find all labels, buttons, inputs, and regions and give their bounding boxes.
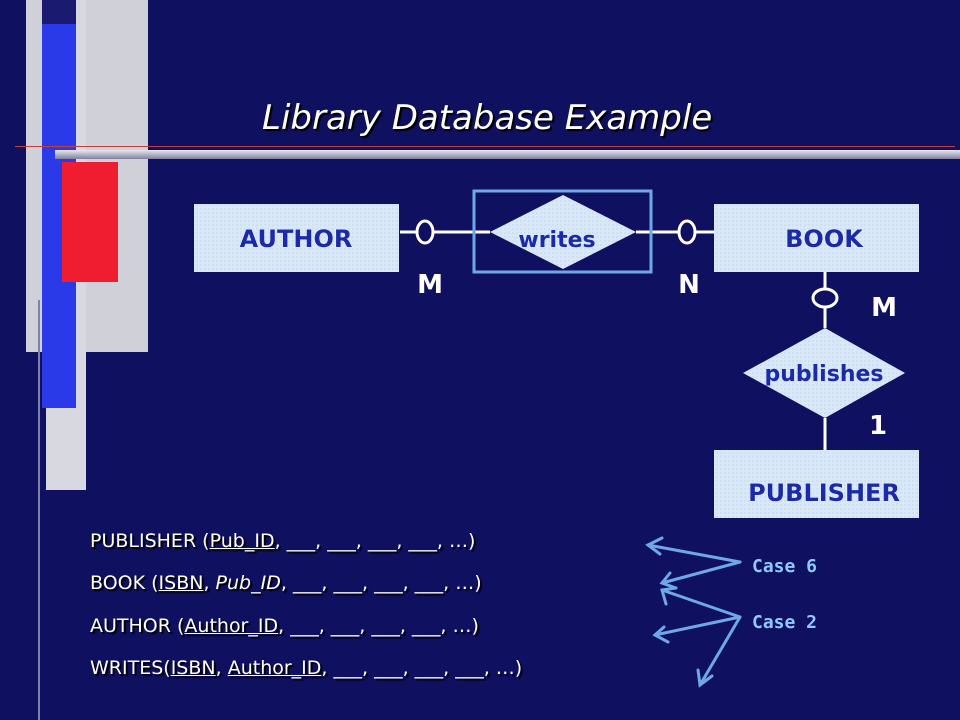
schema-writes-pk1: ISBN — [170, 657, 216, 679]
relationship-publishes-label: publishes — [764, 362, 883, 387]
schema-publisher-rest: , ___, ___, ___, ___, …) — [274, 530, 476, 552]
schema-writes-name: WRITES( — [90, 657, 171, 679]
schema-writes: WRITES(ISBN, Author_ID, ___, ___, ___, _… — [90, 657, 522, 679]
title-underline-red — [15, 146, 955, 147]
relationship-writes: writes — [472, 189, 653, 274]
decor-dark-top — [42, 0, 76, 24]
arrow-case6-book — [660, 560, 742, 585]
schema-publisher-name: PUBLISHER ( — [90, 530, 210, 552]
entity-author: AUTHOR — [194, 204, 399, 272]
optional-circle-author — [415, 219, 435, 245]
schema-publisher: PUBLISHER (Pub_ID, ___, ___, ___, ___, …… — [90, 530, 475, 552]
schema-book-pk: ISBN — [158, 572, 204, 594]
arrow-case2-book-head — [660, 586, 678, 606]
relationship-writes-highlight — [472, 189, 653, 274]
cardinality-publisher-publishes: 1 — [869, 411, 887, 441]
arrow-case2-book — [660, 588, 742, 619]
arrow-case6-publisher-head — [645, 536, 664, 556]
case-arrows — [645, 536, 742, 688]
arrow-case2-writes-head — [696, 668, 714, 688]
decor-left-line — [38, 300, 40, 720]
optional-circle-book-publishes — [811, 287, 839, 309]
page-title: Library Database Example — [262, 98, 713, 138]
schema-book-name: BOOK ( — [90, 572, 159, 594]
entity-publisher-label: PUBLISHER — [748, 479, 900, 507]
schema-publisher-pk: Pub_ID — [209, 530, 275, 552]
title-underline — [55, 150, 960, 159]
schema-book-fk: Pub_ID — [215, 572, 281, 594]
entity-book: BOOK — [714, 204, 919, 272]
entity-book-label: BOOK — [785, 225, 864, 253]
schema-writes-sep: , — [215, 657, 228, 679]
schema-writes-rest: , ___, ___, ___, ___, …) — [321, 657, 523, 679]
decor-red-block — [62, 162, 118, 282]
cardinality-author-writes: M — [417, 270, 443, 300]
arrow-case2-author — [653, 615, 742, 637]
arrow-case2-author-head — [652, 625, 670, 644]
case-6-label: Case 6 — [752, 556, 817, 577]
entity-publisher: PUBLISHER — [714, 450, 919, 518]
schema-author-rest: , ___, ___, ___, ___, …) — [278, 615, 479, 637]
arrow-case6-book-head — [659, 571, 678, 590]
cardinality-book-writes: N — [678, 270, 700, 300]
optional-circle-book — [677, 219, 697, 245]
relationship-writes-label: writes — [518, 228, 595, 253]
schema-author-name: AUTHOR ( — [90, 615, 185, 637]
cardinality-book-publishes: M — [871, 293, 897, 323]
schema-author: AUTHOR (Author_ID, ___, ___, ___, ___, …… — [90, 615, 479, 637]
arrow-case6-publisher — [646, 543, 742, 564]
arrow-case2-writes — [698, 615, 742, 687]
case-2-label: Case 2 — [752, 612, 817, 633]
schema-book-sep: , — [203, 572, 216, 594]
entity-author-label: AUTHOR — [240, 225, 353, 253]
relationship-publishes: publishes — [743, 328, 905, 418]
schema-book: BOOK (ISBN, Pub_ID, ___, ___, ___, ___, … — [90, 572, 482, 594]
schema-writes-pk2: Author_ID — [227, 657, 322, 679]
schema-author-pk: Author_ID — [184, 615, 279, 637]
schema-book-rest: , ___, ___, ___, ___, …) — [280, 572, 482, 594]
